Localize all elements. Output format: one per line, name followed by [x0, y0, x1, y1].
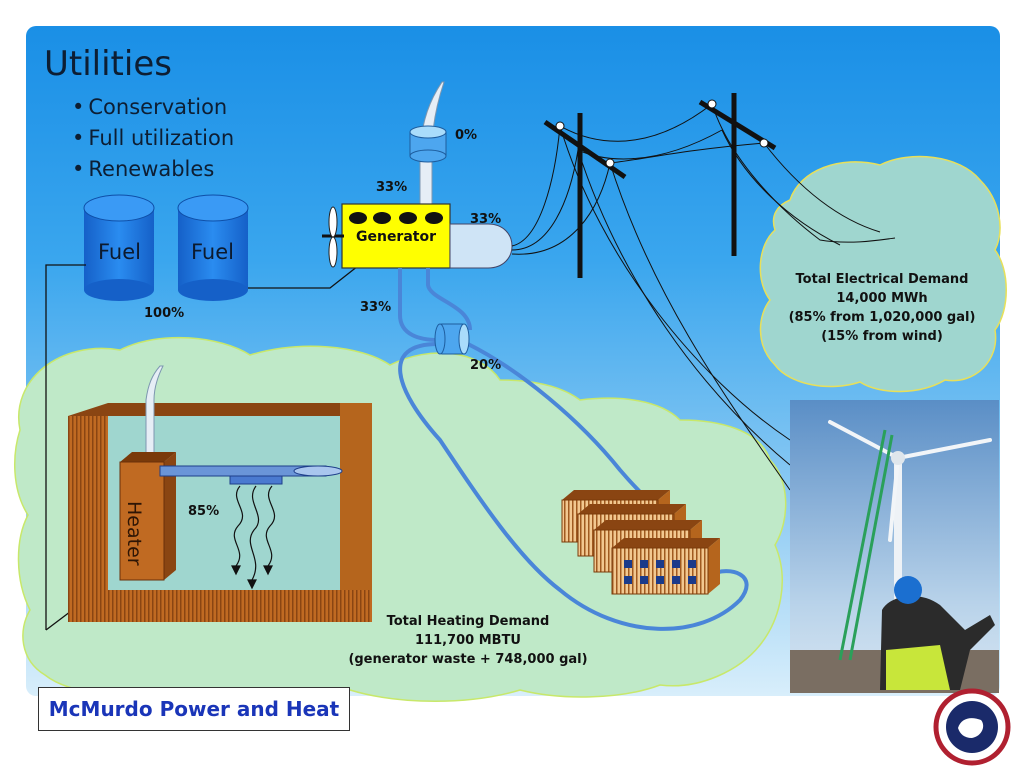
heater-percent: 85% [188, 504, 220, 519]
fuel-tank-1-label: Fuel [98, 240, 141, 264]
dormitory-4 [611, 538, 720, 595]
bullet-item: Conservation [72, 92, 234, 123]
electrical-demand-line: (85% from 1,020,000 gal) [788, 310, 976, 325]
heater-unit [119, 452, 176, 581]
generator-box [341, 203, 451, 269]
fuel-tank-1 [83, 194, 155, 301]
heating-demand-text: Total Heating Demand 111,700 MBTU (gener… [330, 612, 606, 669]
electrical-demand-line: 14,000 MWh [836, 291, 928, 306]
electrical-demand-line: Total Electrical Demand [795, 272, 969, 287]
power-poles [511, 93, 896, 491]
slide-title: Utilities [44, 44, 172, 84]
bullet-item: Renewables [72, 154, 234, 185]
generator-top-percent: 33% [376, 180, 408, 195]
footer-title: McMurdo Power and Heat [48, 697, 340, 721]
generator-right-percent: 33% [470, 212, 502, 227]
fuel-percent: 100% [144, 306, 185, 321]
generator-alternator [449, 223, 513, 269]
electrical-demand-cloud [759, 155, 1007, 393]
electrical-demand-text: Total Electrical Demand 14,000 MWh (85% … [762, 270, 1002, 346]
fuel-tank-2-label: Fuel [191, 240, 234, 264]
heater-label: Heater [123, 501, 145, 566]
heat-recovery-percent: 20% [470, 358, 502, 373]
generator-bottom-percent: 33% [360, 300, 392, 315]
generator-fan [322, 206, 344, 268]
wind-turbine-photo [790, 400, 999, 693]
exhaust-percent: 0% [455, 128, 478, 143]
heat-duct [159, 465, 343, 485]
exhaust-cylinder [409, 125, 447, 163]
heated-building [68, 403, 372, 622]
nsf-seal [926, 688, 1018, 766]
fuel-tank-2 [177, 194, 249, 301]
heating-demand-line: Total Heating Demand [386, 614, 550, 629]
heater-exhaust [145, 365, 164, 457]
fuel-line-to-heater [45, 264, 86, 630]
electrical-demand-line: (15% from wind) [821, 329, 943, 344]
bullet-item: Full utilization [72, 123, 234, 154]
generator-label: Generator [355, 229, 436, 245]
heat-exchanger [434, 323, 470, 355]
heating-demand-line: 111,700 MBTU [414, 633, 521, 648]
heating-demand-line: (generator waste + 748,000 gal) [348, 652, 588, 667]
footer-box: McMurdo Power and Heat [38, 687, 350, 731]
heat-waves [231, 485, 276, 590]
bullet-list: Conservation Full utilization Renewables [72, 92, 234, 185]
